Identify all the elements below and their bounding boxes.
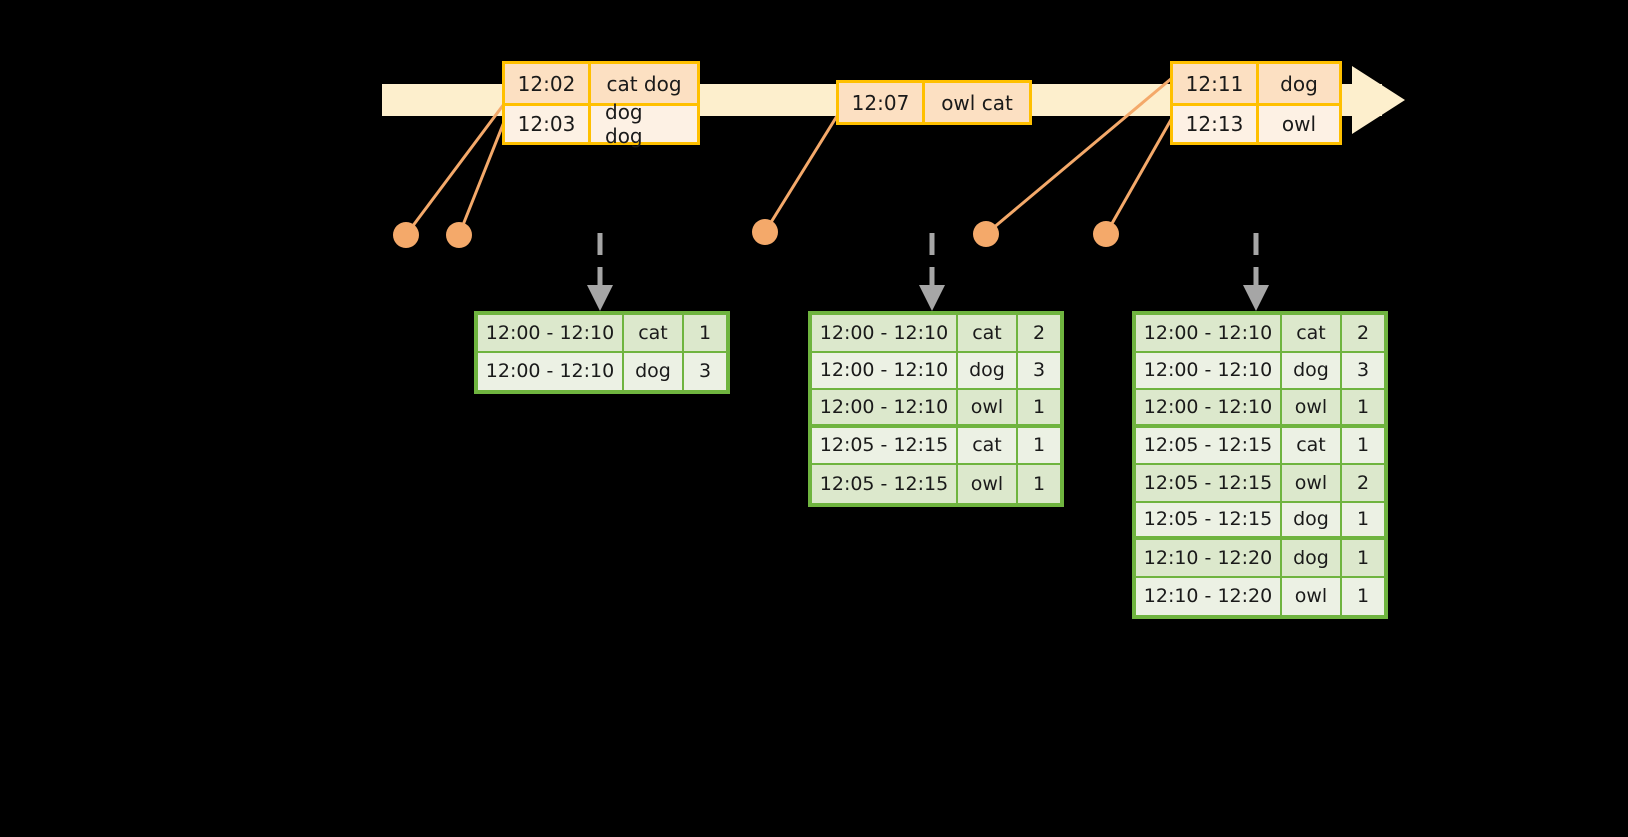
cell-window: 12:10 - 12:20 xyxy=(1136,577,1282,615)
emit-arrow-3-head xyxy=(1243,285,1269,311)
cell-count: 2 xyxy=(1342,315,1384,353)
cell-window: 12:00 - 12:10 xyxy=(478,352,624,390)
event-row[interactable]: 12:07 owl cat xyxy=(839,83,1029,122)
event-group-3[interactable]: 12:11 dog 12:13 owl xyxy=(1170,61,1342,145)
event-words: owl xyxy=(1281,112,1317,136)
cell-window: 12:05 - 12:15 xyxy=(1136,465,1282,503)
cell-word: owl xyxy=(958,390,1018,428)
cell-word: dog xyxy=(624,352,684,390)
event-words: dog dog xyxy=(605,100,643,148)
cell-window: 12:00 - 12:10 xyxy=(812,315,958,353)
event-time: 12:03 xyxy=(505,106,591,142)
event-words: dog xyxy=(1280,71,1318,96)
emit-arrows xyxy=(597,233,1259,285)
marker-12-02-dot xyxy=(393,222,419,248)
cell-count: 3 xyxy=(1342,353,1384,390)
cell-word: owl xyxy=(958,465,1018,503)
marker-12-03-dot xyxy=(446,222,472,248)
connector-12-03 xyxy=(457,121,506,236)
cell-word: dog xyxy=(1282,352,1342,390)
event-group-2[interactable]: 12:07 owl cat xyxy=(836,80,1032,125)
cell-count: 2 xyxy=(1018,315,1060,353)
cell-count: 1 xyxy=(1342,390,1384,428)
event-row[interactable]: 12:02 cat dog xyxy=(505,64,697,103)
event-time: 12:13 xyxy=(1173,106,1259,142)
cell-count: 2 xyxy=(1342,465,1384,503)
marker-dots xyxy=(393,219,1119,248)
cell-count: 1 xyxy=(684,315,726,353)
cell-count: 3 xyxy=(698,360,712,383)
cell-count: 1 xyxy=(1356,585,1370,608)
cell-window: 12:00 - 12:10 xyxy=(478,315,624,353)
cell-window: 12:05 - 12:15 xyxy=(1136,427,1282,465)
emit-arrow-1-head xyxy=(587,285,613,311)
event-time: 12:07 xyxy=(839,83,925,122)
emit-arrowheads xyxy=(587,285,1269,311)
cell-window: 12:00 - 12:10 xyxy=(1136,390,1282,428)
cell-word: owl xyxy=(1282,390,1342,428)
cell-window: 12:05 - 12:15 xyxy=(1136,502,1282,540)
marker-12-07-dot xyxy=(752,219,778,245)
event-time: 12:11 xyxy=(1173,64,1259,103)
cell-window: 12:00 - 12:10 xyxy=(1136,315,1282,353)
event-time: 12:02 xyxy=(505,64,591,103)
cell-count: 1 xyxy=(1342,503,1384,540)
marker-12-13-dot xyxy=(1093,221,1119,247)
cell-word: dog xyxy=(1282,540,1342,578)
event-group-1[interactable]: 12:02 cat dog 12:03 dog dog xyxy=(502,61,700,148)
cell-word: cat xyxy=(958,315,1018,353)
cell-word: dog xyxy=(958,352,1018,390)
cell-count: 1 xyxy=(1018,390,1060,428)
marker-12-11-dot xyxy=(973,221,999,247)
cell-word: owl xyxy=(1282,465,1342,503)
cell-window: 12:05 - 12:15 xyxy=(812,465,958,503)
emit-arrow-2-head xyxy=(919,285,945,311)
event-row[interactable]: 12:11 dog xyxy=(1173,64,1339,103)
cell-word: cat xyxy=(1282,427,1342,465)
cell-word: cat xyxy=(624,315,684,353)
cell-count: 1 xyxy=(1342,540,1384,578)
cell-word: owl xyxy=(1282,577,1342,615)
event-words: owl cat xyxy=(941,90,1013,115)
cell-count: 1 xyxy=(1342,428,1384,465)
cell-count: 3 xyxy=(1018,353,1060,390)
connector-12-02 xyxy=(404,103,506,236)
event-words: cat dog xyxy=(606,71,682,96)
event-row[interactable]: 12:03 dog dog xyxy=(505,100,697,148)
cell-word: dog xyxy=(1282,502,1342,540)
cell-count: 1 xyxy=(1032,472,1046,495)
connector-12-07 xyxy=(763,115,839,233)
cell-window: 12:00 - 12:10 xyxy=(1136,352,1282,390)
event-row[interactable]: 12:13 owl xyxy=(1173,103,1339,142)
cell-word: cat xyxy=(1282,315,1342,353)
cell-window: 12:10 - 12:20 xyxy=(1136,540,1282,578)
cell-window: 12:00 - 12:10 xyxy=(812,352,958,390)
cell-word: cat xyxy=(958,427,1018,465)
connector-12-13 xyxy=(1104,117,1174,235)
cell-window: 12:00 - 12:10 xyxy=(812,390,958,428)
cell-window: 12:05 - 12:15 xyxy=(812,427,958,465)
cell-count: 1 xyxy=(1018,428,1060,465)
